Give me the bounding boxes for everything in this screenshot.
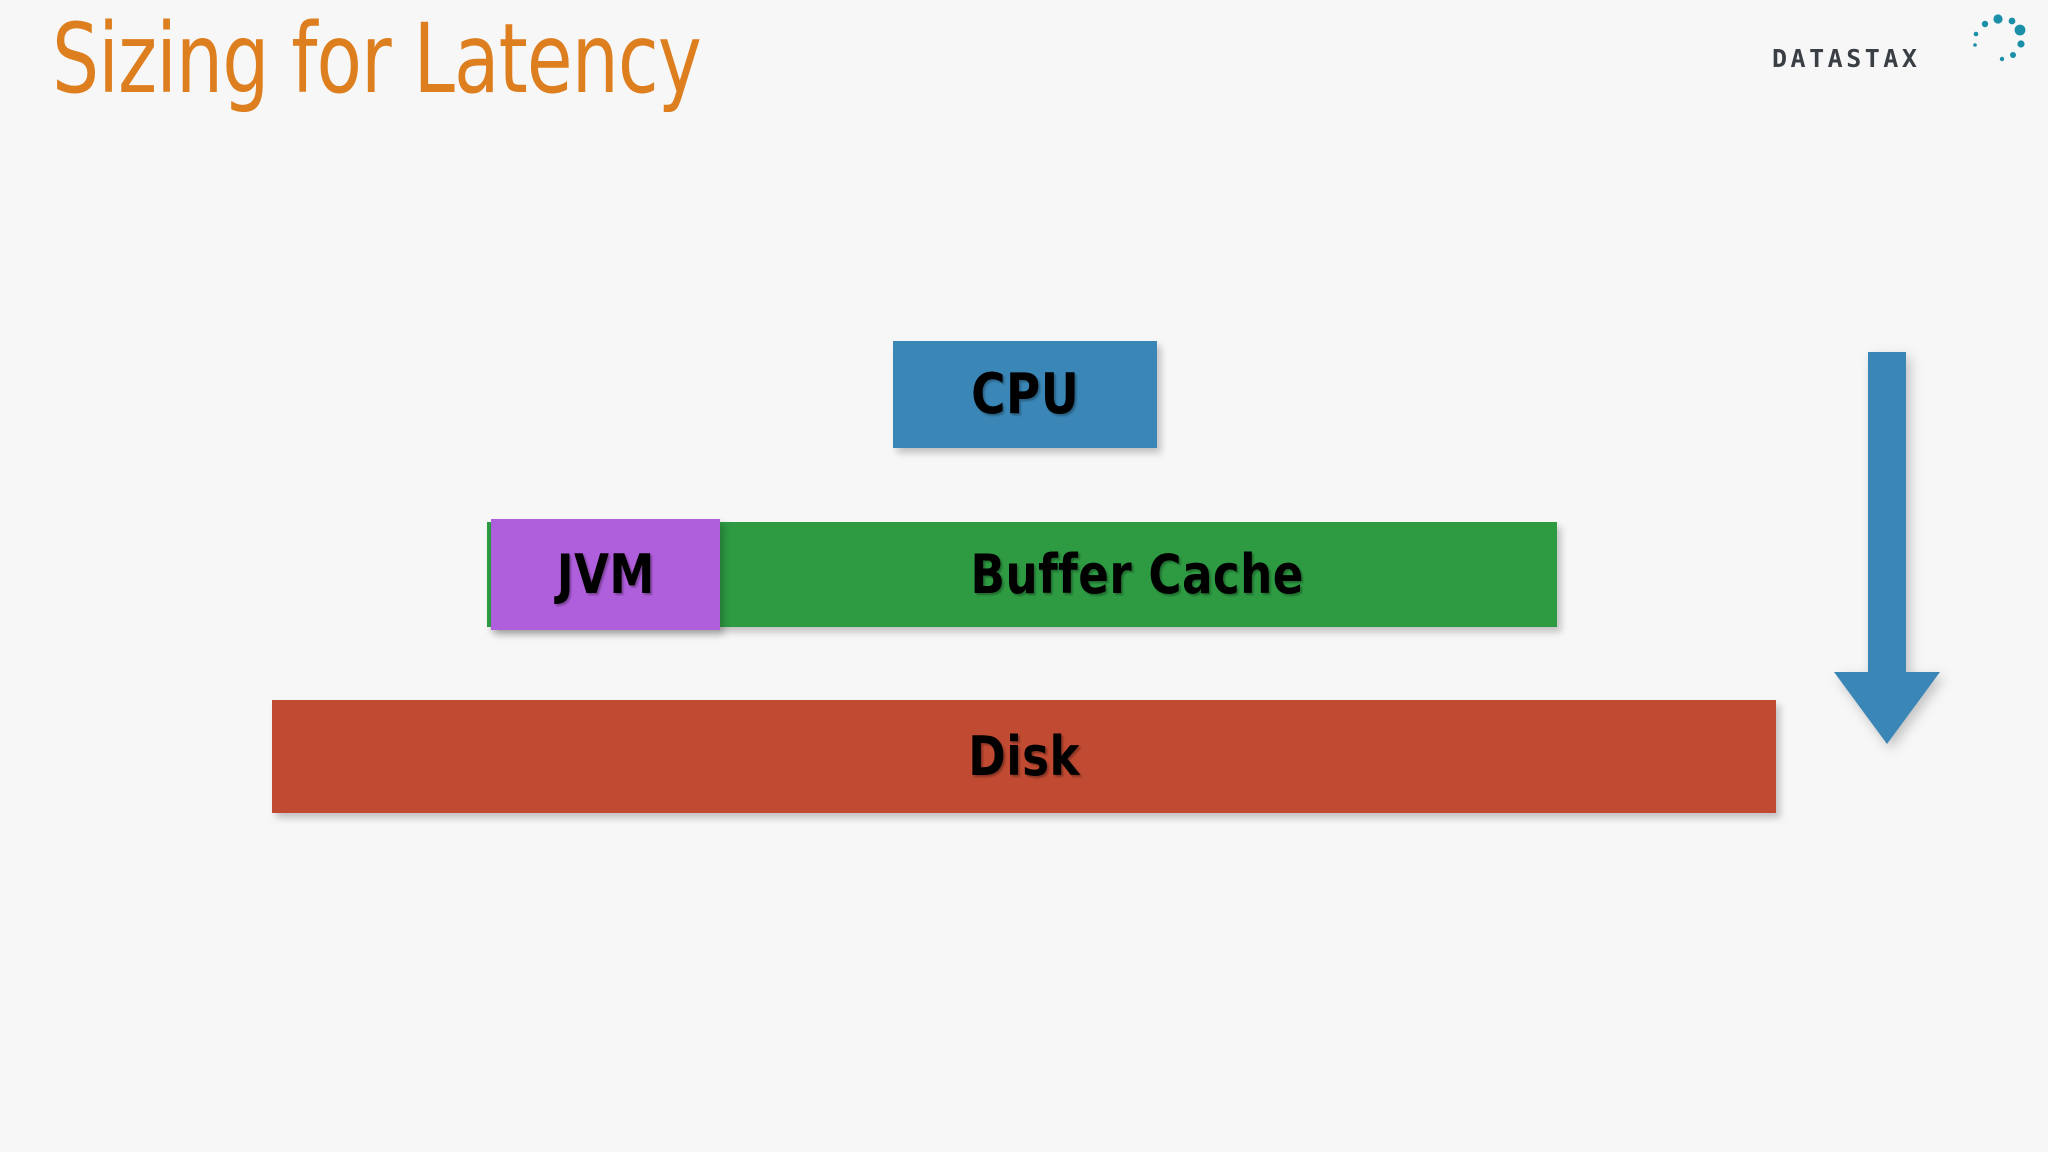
diagram-block-jvm-label: JVM [556, 543, 655, 606]
datastax-dots-cluster [1973, 14, 2026, 62]
datastax-logo: DATASTAX [1770, 12, 2030, 78]
diagram-block-cpu: CPU [893, 341, 1157, 448]
diagram-block-disk: Disk [272, 700, 1776, 813]
diagram-block-disk-label: Disk [968, 725, 1080, 788]
down-arrow-icon [1830, 352, 1946, 748]
down-arrow-icon-svg [1834, 352, 1940, 744]
datastax-logo-svg: DATASTAX [1772, 14, 2026, 73]
diagram-block-cpu-label: CPU [970, 362, 1080, 427]
page-title: Sizing for Latency [52, 3, 702, 115]
datastax-wordmark-text: DATASTAX [1772, 44, 1920, 73]
diagram-block-jvm: JVM [491, 519, 720, 630]
diagram-block-buffer-cache-label: Buffer Cache [970, 543, 1304, 606]
